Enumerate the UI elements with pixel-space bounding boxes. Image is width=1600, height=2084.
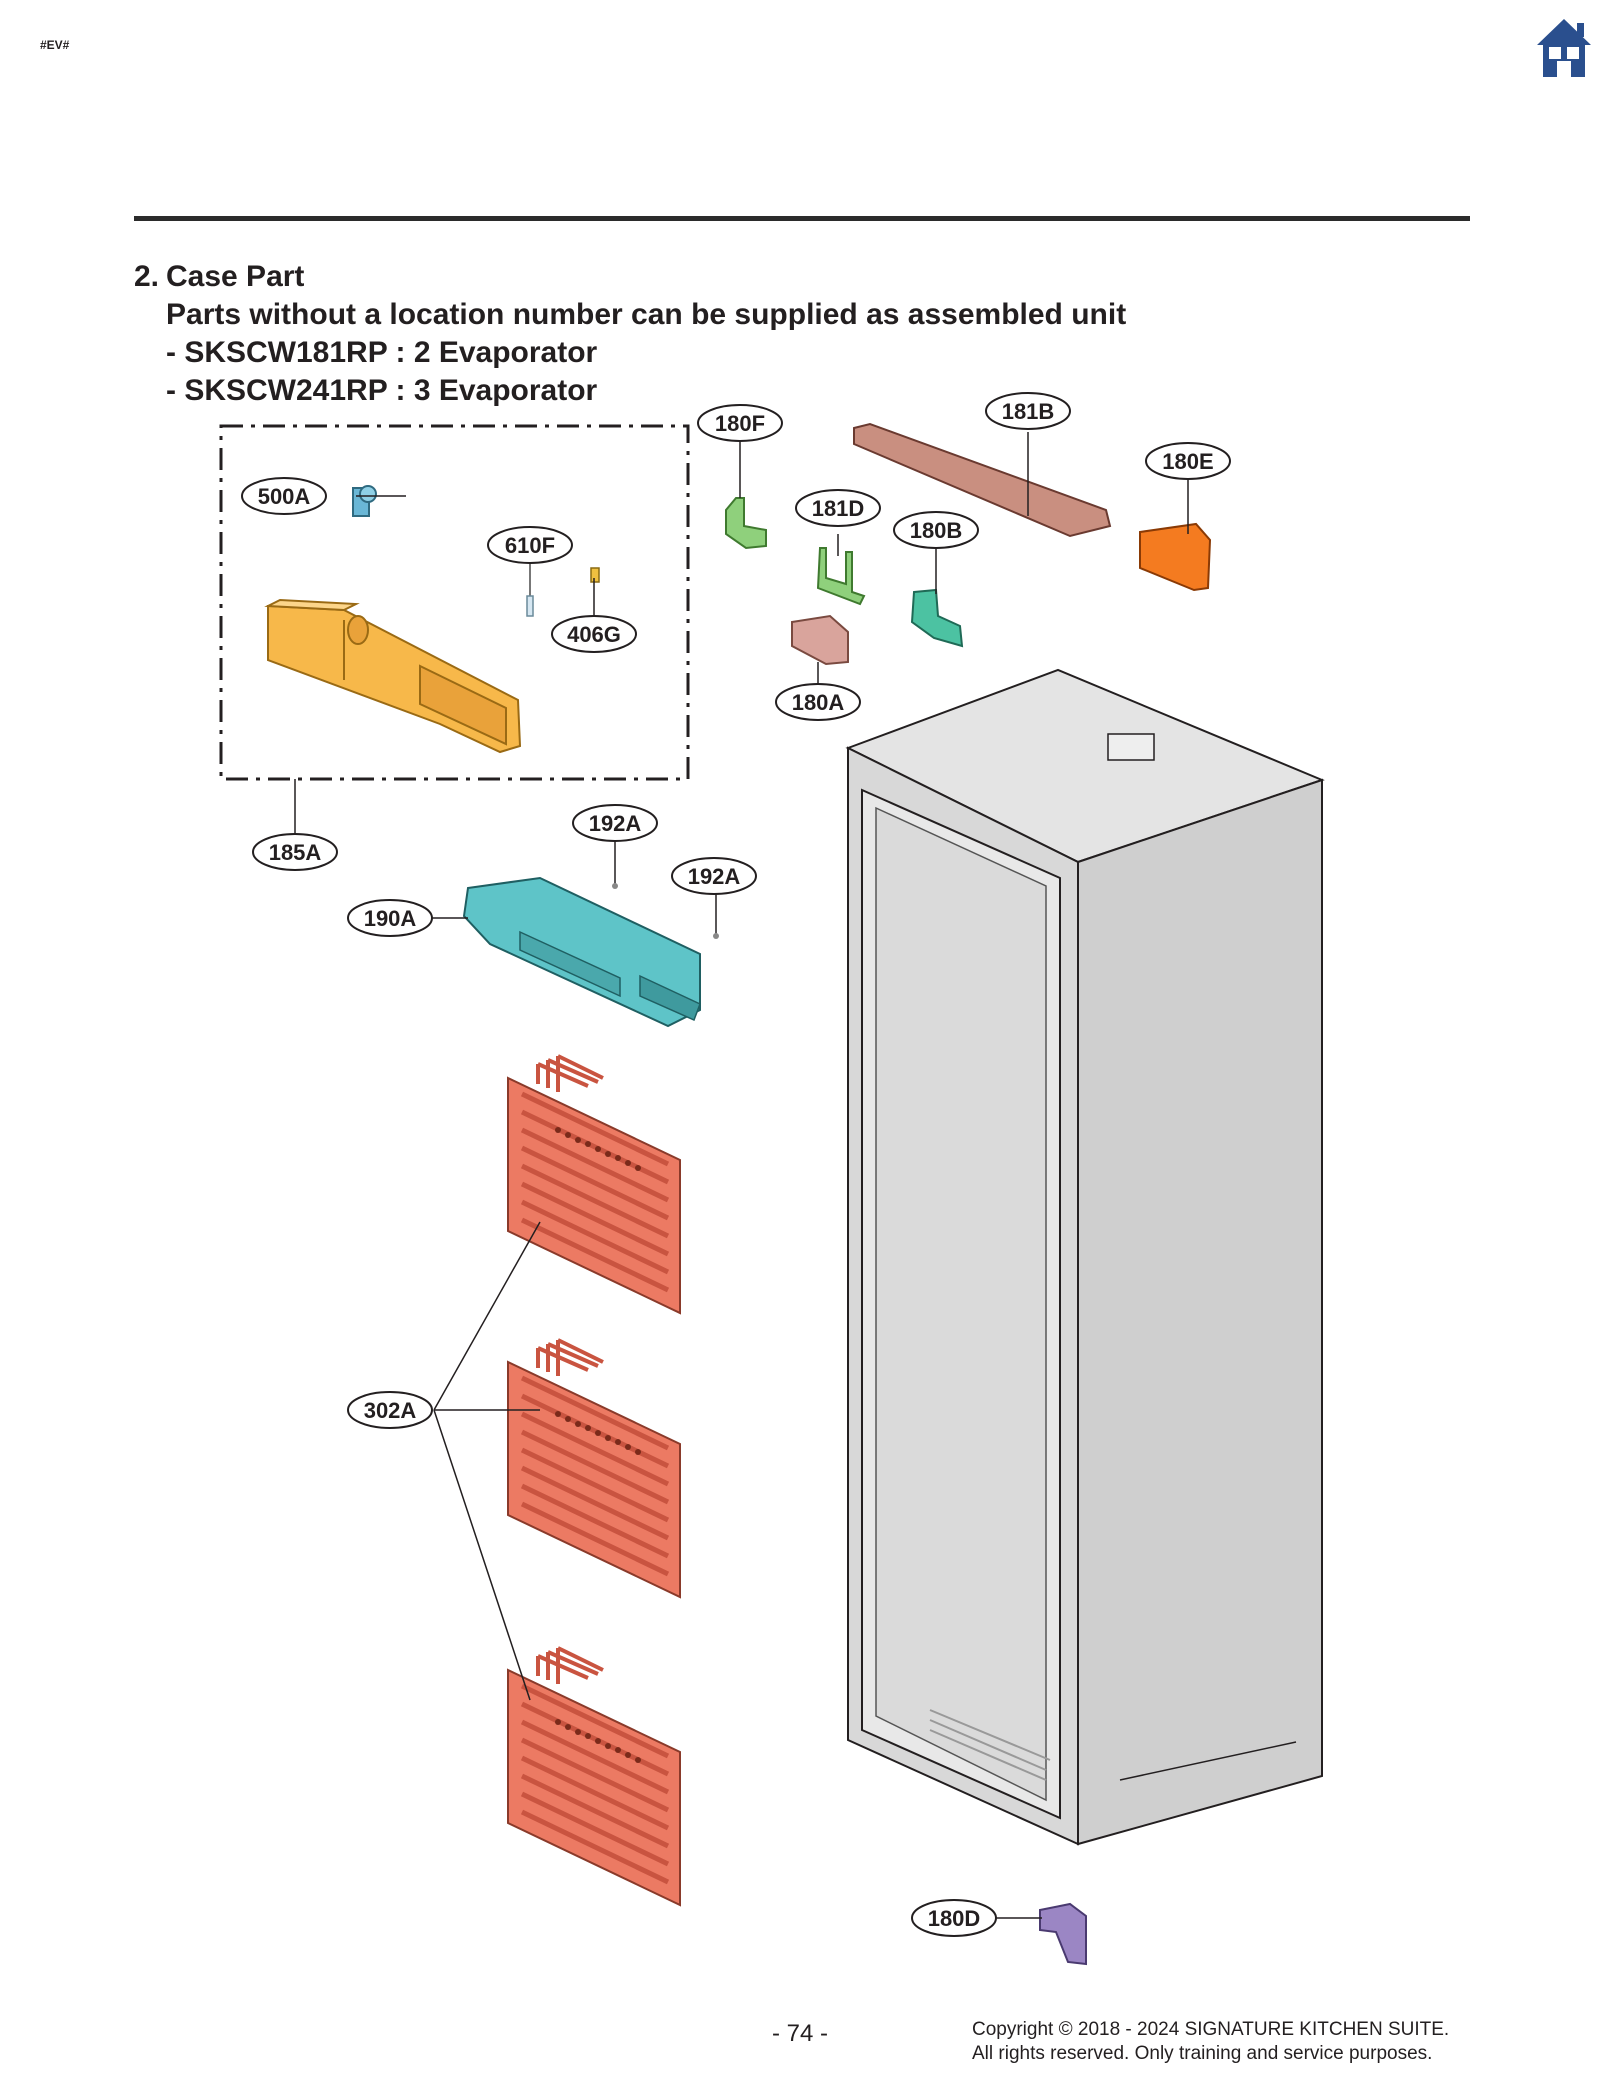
callout-180A: 180A: [775, 683, 861, 721]
callout-180D: 180D: [911, 1899, 997, 1937]
screw-part: [612, 840, 719, 939]
svg-text:190A: 190A: [364, 906, 417, 931]
copyright-line-2: All rights reserved. Only training and s…: [972, 2043, 1433, 2064]
sensor-part: [526, 564, 534, 617]
svg-text:185A: 185A: [269, 840, 322, 865]
bracket-181D-part: [816, 547, 866, 606]
copyright-notice: Copyright © 2018 - 2024 SIGNATURE KITCHE…: [972, 2018, 1472, 2066]
callout-181D: 181D: [795, 489, 881, 527]
bracket-180A-part: [791, 614, 849, 666]
svg-text:180E: 180E: [1162, 449, 1213, 474]
plate-181B-part: [853, 422, 1112, 538]
callout-190A: 190A: [347, 899, 433, 937]
header-rule: [134, 216, 1470, 221]
callout-181B: 181B: [985, 392, 1071, 430]
svg-text:180D: 180D: [928, 1906, 981, 1931]
section-number: 2.: [134, 260, 160, 293]
svg-text:302A: 302A: [364, 1398, 417, 1423]
bracket-180B-part: [910, 588, 964, 648]
svg-text:406G: 406G: [567, 622, 621, 647]
cover-180E-part: [1139, 522, 1212, 592]
svg-text:180A: 180A: [792, 690, 845, 715]
assembly-boundary: [219, 424, 690, 781]
svg-text:180F: 180F: [715, 411, 765, 436]
callout-180E: 180E: [1145, 442, 1231, 480]
model-line-1: - SKSCW181RP : 2 Evaporator: [166, 336, 598, 369]
svg-text:192A: 192A: [688, 864, 741, 889]
callout-500A: 500A: [241, 477, 327, 515]
cabinet-case-part: [845, 668, 1325, 1846]
fan-motor-part: [352, 485, 377, 517]
section-title: Case Part: [166, 260, 305, 293]
callout-180F: 180F: [697, 404, 783, 442]
connector-part: [590, 567, 600, 583]
section-heading: 2.Case Part: [134, 258, 304, 296]
callout-610F: 610F: [487, 526, 573, 564]
assembly-note: Parts without a location number can be s…: [166, 298, 1127, 331]
callout-192A-2: 192A: [671, 857, 757, 895]
model-line-2: - SKSCW241RP : 3 Evaporator: [166, 374, 598, 407]
evaporator-part-2: [508, 1340, 680, 1597]
callout-192A-1: 192A: [572, 804, 658, 842]
callout-302A: 302A: [347, 1391, 433, 1429]
callout-185A: 185A: [252, 833, 338, 871]
svg-text:610F: 610F: [505, 533, 555, 558]
evaporator-part-3: [508, 1648, 680, 1905]
callout-406G: 406G: [551, 615, 637, 653]
svg-text:181B: 181B: [1002, 399, 1055, 424]
evaporator-cover-part: [462, 876, 701, 1028]
copyright-line-1: Copyright © 2018 - 2024 SIGNATURE KITCHE…: [972, 2019, 1450, 2040]
bracket-180D-part: [1039, 1902, 1087, 1966]
page-number: - 74 -: [771, 2020, 828, 2047]
svg-text:192A: 192A: [589, 811, 642, 836]
svg-text:500A: 500A: [258, 484, 311, 509]
leader-lines: [294, 432, 1189, 1919]
doc-tag: #EV#: [40, 38, 70, 52]
evaporator-part-1: [508, 1056, 680, 1313]
duct-assembly-part: [264, 598, 522, 754]
svg-text:181D: 181D: [812, 496, 865, 521]
svg-text:180B: 180B: [910, 518, 963, 543]
home-icon[interactable]: [1535, 17, 1593, 79]
callout-180B: 180B: [893, 511, 979, 549]
bracket-180F-part: [725, 497, 767, 550]
